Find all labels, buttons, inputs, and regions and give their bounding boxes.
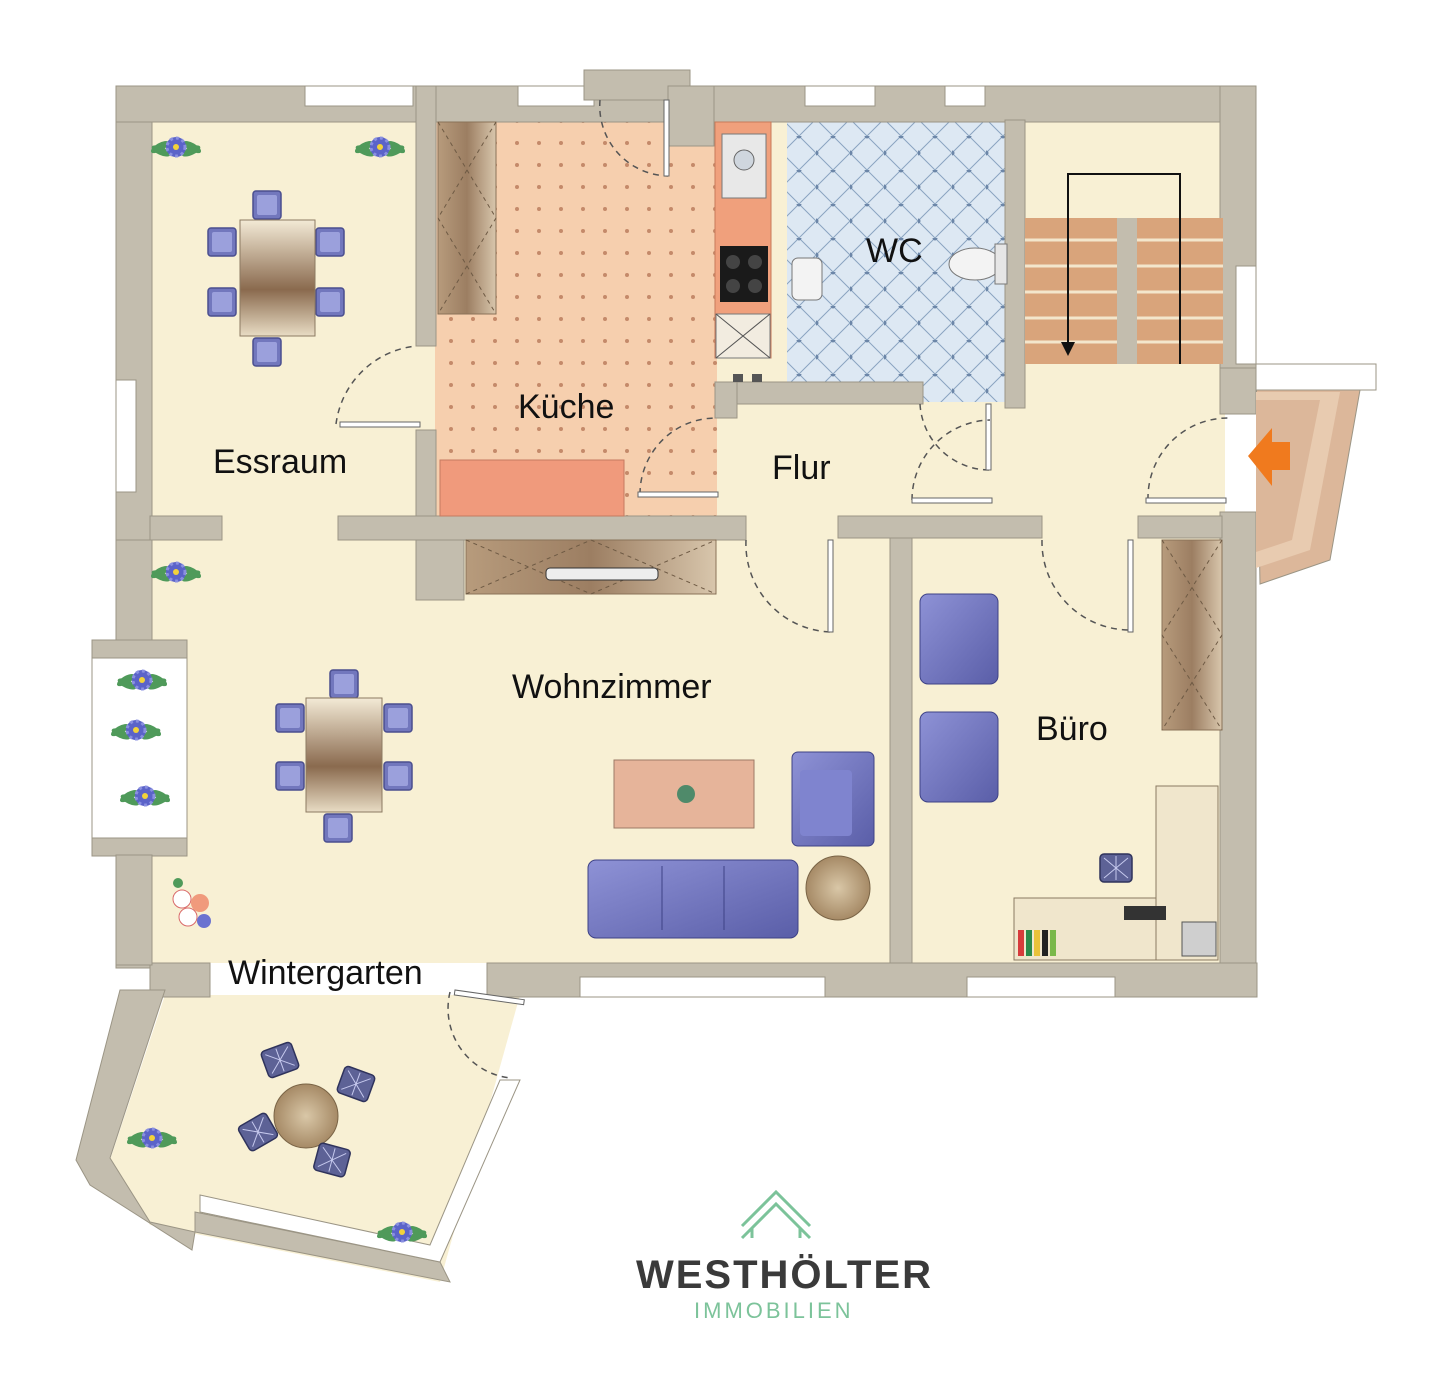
brand-subtitle: IMMOBILIEN — [694, 1298, 854, 1323]
room-label-essraum: Essraum — [213, 443, 347, 481]
room-labels: Essraum Küche WC Flur Wohnzimmer Büro Wi… — [213, 232, 1108, 992]
room-label-wintergarten: Wintergarten — [228, 954, 423, 992]
windows — [91, 69, 1257, 1263]
brand-logo: WESTHÖLTER IMMOBILIEN — [636, 1189, 933, 1323]
entry-arrow-icon — [1248, 428, 1290, 486]
brand-name: WESTHÖLTER — [636, 1252, 933, 1297]
patio-set — [236, 1040, 377, 1179]
interior-walls — [115, 85, 1257, 966]
room-label-buero: Büro — [1036, 710, 1108, 748]
house-logo-icon — [740, 1189, 812, 1240]
living-room-set — [587, 751, 875, 939]
plants — [107, 135, 431, 1246]
doors — [335, 99, 1229, 1079]
tv-sideboard — [465, 539, 717, 595]
staircase — [1025, 173, 1223, 364]
dining-table-wohnzimmer — [275, 669, 413, 843]
room-label-wc: WC — [866, 232, 923, 270]
tv-icon — [545, 567, 659, 581]
wc-fixtures — [791, 243, 1008, 301]
entrance-steps — [1248, 363, 1377, 585]
room-label-wohnzimmer: Wohnzimmer — [512, 668, 712, 706]
keyboard-icon — [1124, 906, 1166, 920]
room-label-flur: Flur — [772, 449, 831, 487]
toilet-icon — [948, 247, 1002, 281]
room-label-kueche: Küche — [518, 388, 614, 426]
plant-icon — [677, 785, 695, 803]
dining-table-essraum — [207, 190, 345, 367]
books — [1018, 930, 1056, 956]
office-furniture — [919, 539, 1223, 961]
bouquet-icon — [172, 878, 211, 928]
kitchen-units — [437, 121, 772, 517]
sink-icon — [733, 149, 755, 171]
